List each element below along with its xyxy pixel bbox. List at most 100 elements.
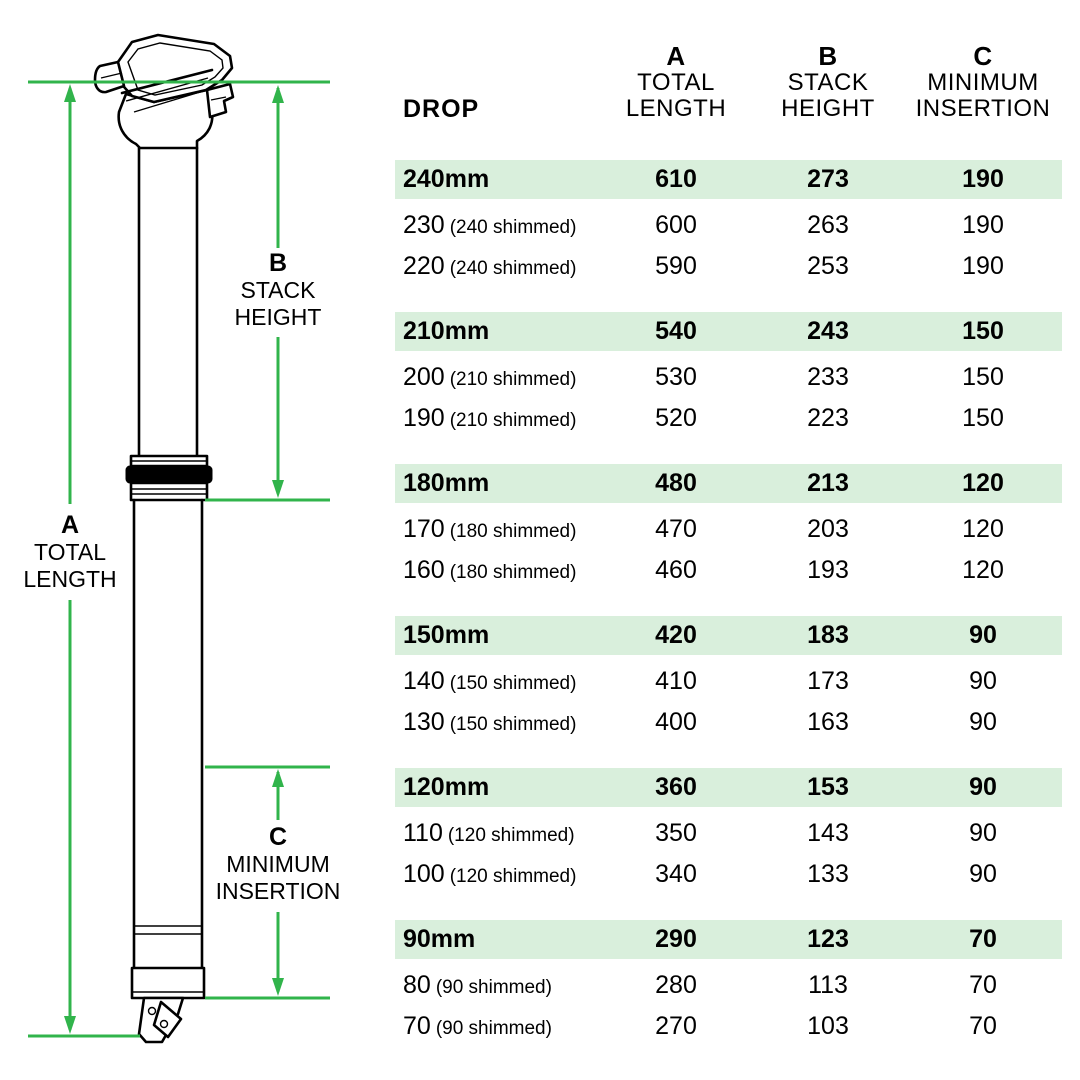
collar xyxy=(125,454,213,502)
column-header-minimum-insertion: C MINIMUM INSERTION xyxy=(915,41,1051,122)
total-length-cell: 420 xyxy=(655,621,697,649)
minimum-insertion-cell: 90 xyxy=(969,860,997,888)
shimmed-note: (240 shimmed) xyxy=(449,258,577,279)
column-header-total-length: A TOTAL LENGTH xyxy=(625,41,727,122)
drop-cell: 130(150 shimmed) xyxy=(403,708,577,736)
stack-height-cell: 263 xyxy=(807,211,849,239)
drop-cell: 240mm xyxy=(403,165,490,193)
spec-group: 150mm 420 183 90 140(150 shimmed) 410 17… xyxy=(395,616,1062,743)
drop-cell: 190(210 shimmed) xyxy=(403,404,577,432)
spec-row: 190(210 shimmed) 520 223 150 xyxy=(395,398,1062,439)
stack-height-cell: 113 xyxy=(808,971,848,999)
spec-row-group: 150mm 420 183 90 xyxy=(395,616,1062,655)
stack-height-cell: 153 xyxy=(807,773,849,801)
drop-cell: 80(90 shimmed) xyxy=(403,971,552,999)
stack-height-cell: 213 xyxy=(807,469,849,497)
dim-letter-c: C xyxy=(268,823,288,851)
total-length-cell: 290 xyxy=(655,925,697,953)
dimension-lines xyxy=(28,80,330,1038)
spec-group: 90mm 290 123 70 80(90 shimmed) 280 113 7… xyxy=(395,920,1062,1047)
total-length-cell: 410 xyxy=(655,667,697,695)
total-length-cell: 610 xyxy=(655,165,697,193)
drop-cell: 140(150 shimmed) xyxy=(403,667,577,695)
spec-group: 120mm 360 153 90 110(120 shimmed) 350 14… xyxy=(395,768,1062,895)
stack-height-cell: 243 xyxy=(807,317,849,345)
minimum-insertion-cell: 120 xyxy=(962,469,1004,497)
drop-cell: 210mm xyxy=(403,317,490,345)
minimum-insertion-cell: 90 xyxy=(969,621,997,649)
total-length-cell: 280 xyxy=(655,971,697,999)
drop-cell: 230(240 shimmed) xyxy=(403,211,577,239)
label-stack-height: B STACK HEIGHT xyxy=(188,250,368,331)
stack-height-cell: 193 xyxy=(807,556,849,584)
total-length-cell: 520 xyxy=(655,404,697,432)
shimmed-note: (90 shimmed) xyxy=(435,977,552,998)
drop-cell: 100(120 shimmed) xyxy=(403,860,577,888)
minimum-insertion-cell: 150 xyxy=(962,404,1004,432)
shimmed-note: (90 shimmed) xyxy=(435,1018,552,1039)
spec-row: 170(180 shimmed) 470 203 120 xyxy=(395,509,1062,550)
minimum-insertion-cell: 70 xyxy=(969,971,997,999)
stack-height-cell: 233 xyxy=(807,363,849,391)
spec-row: 200(210 shimmed) 530 233 150 xyxy=(395,357,1062,398)
stack-height-cell: 183 xyxy=(807,621,849,649)
spec-row: 80(90 shimmed) 280 113 70 xyxy=(395,965,1062,1006)
stack-height-cell: 203 xyxy=(807,515,849,543)
drop-cell: 200(210 shimmed) xyxy=(403,363,577,391)
drop-cell: 220(240 shimmed) xyxy=(403,252,577,280)
minimum-insertion-cell: 70 xyxy=(969,925,997,953)
spec-row-group: 90mm 290 123 70 xyxy=(395,920,1062,959)
label-total-length: A TOTAL LENGTH xyxy=(0,512,160,593)
drop-cell: 90mm xyxy=(403,925,476,953)
total-length-cell: 530 xyxy=(655,363,697,391)
spec-row-group: 240mm 610 273 190 xyxy=(395,160,1062,199)
minimum-insertion-cell: 120 xyxy=(962,556,1004,584)
spec-row-group: 180mm 480 213 120 xyxy=(395,464,1062,503)
total-length-cell: 590 xyxy=(655,252,697,280)
spec-group: 180mm 480 213 120 170(180 shimmed) 470 2… xyxy=(395,464,1062,591)
minimum-insertion-cell: 90 xyxy=(969,708,997,736)
stack-height-cell: 143 xyxy=(807,819,849,847)
spec-row: 130(150 shimmed) 400 163 90 xyxy=(395,702,1062,743)
stack-height-cell: 273 xyxy=(807,165,849,193)
shimmed-note: (240 shimmed) xyxy=(449,217,577,238)
total-length-cell: 480 xyxy=(655,469,697,497)
stack-height-cell: 123 xyxy=(807,925,849,953)
spec-row: 140(150 shimmed) 410 173 90 xyxy=(395,661,1062,702)
stack-height-cell: 253 xyxy=(807,252,849,280)
drop-cell: 110(120 shimmed) xyxy=(403,819,575,847)
drop-cell: 70(90 shimmed) xyxy=(403,1012,552,1040)
shimmed-note: (120 shimmed) xyxy=(449,866,577,887)
stack-height-cell: 133 xyxy=(807,860,849,888)
total-length-cell: 270 xyxy=(655,1012,697,1040)
drop-cell: 180mm xyxy=(403,469,490,497)
minimum-insertion-cell: 90 xyxy=(969,773,997,801)
spec-table-header: DROP A TOTAL LENGTH B STACK HEIGHT C MIN… xyxy=(395,0,1062,122)
total-length-cell: 340 xyxy=(655,860,697,888)
minimum-insertion-cell: 90 xyxy=(969,667,997,695)
saddle-clamp-head xyxy=(93,33,235,150)
column-header-stack-height: B STACK HEIGHT xyxy=(781,41,875,122)
shimmed-note: (180 shimmed) xyxy=(449,521,577,542)
spec-table: DROP A TOTAL LENGTH B STACK HEIGHT C MIN… xyxy=(395,0,1062,1072)
shimmed-note: (210 shimmed) xyxy=(449,410,577,431)
spec-row-group: 120mm 360 153 90 xyxy=(395,768,1062,807)
minimum-insertion-cell: 70 xyxy=(969,1012,997,1040)
spec-group: 240mm 610 273 190 230(240 shimmed) 600 2… xyxy=(395,160,1062,287)
shimmed-note: (150 shimmed) xyxy=(449,673,577,694)
total-length-cell: 470 xyxy=(655,515,697,543)
column-header-drop: DROP xyxy=(403,95,480,123)
dim-letter-b: B xyxy=(268,249,288,277)
spec-row: 220(240 shimmed) 590 253 190 xyxy=(395,246,1062,287)
dim-letter-a: A xyxy=(60,511,80,539)
total-length-cell: 360 xyxy=(655,773,697,801)
drop-cell: 170(180 shimmed) xyxy=(403,515,577,543)
minimum-insertion-cell: 150 xyxy=(962,363,1004,391)
minimum-insertion-cell: 190 xyxy=(962,165,1004,193)
arrow-minimum-insertion xyxy=(272,769,284,996)
stack-height-cell: 223 xyxy=(807,404,849,432)
minimum-insertion-cell: 150 xyxy=(962,317,1004,345)
label-minimum-insertion: C MINIMUM INSERTION xyxy=(188,824,368,905)
minimum-insertion-cell: 120 xyxy=(962,515,1004,543)
